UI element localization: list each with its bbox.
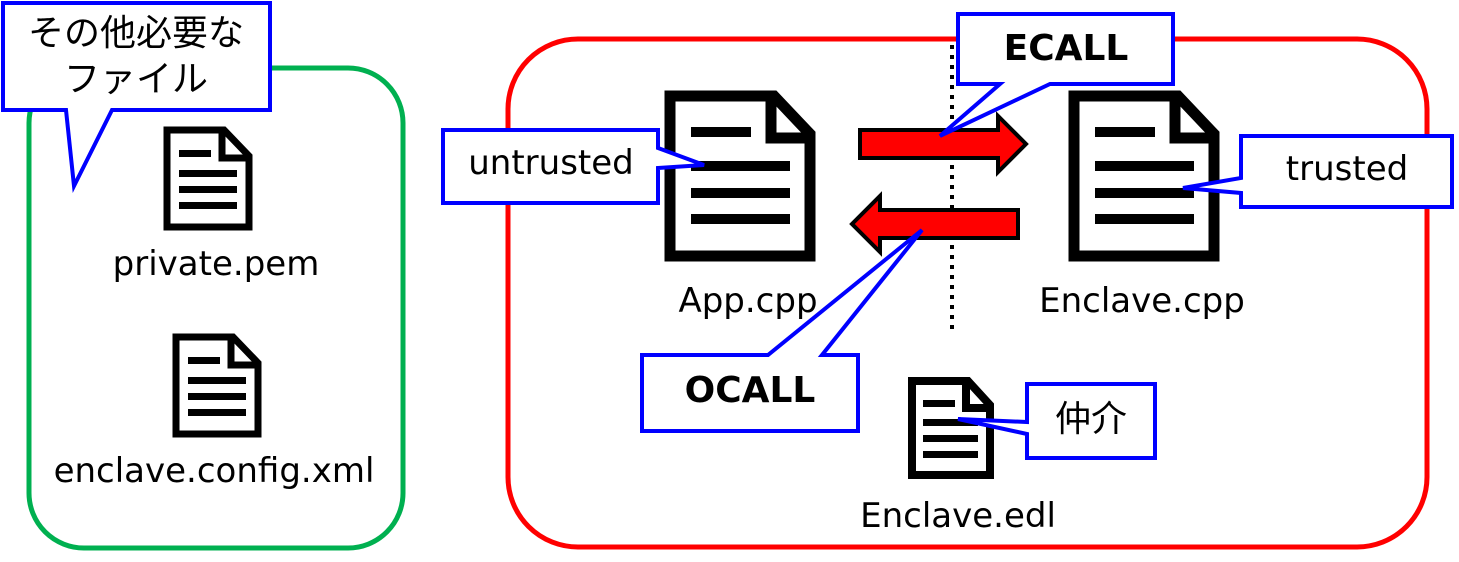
untrusted-callout <box>441 128 705 205</box>
private-pem-label: private.pem <box>113 244 320 284</box>
enclave-config-xml-label: enclave.config.xml <box>54 451 375 491</box>
trusted-callout <box>1182 134 1454 209</box>
ocall-callout <box>640 228 924 433</box>
trusted-label: trusted <box>1286 149 1408 189</box>
app-cpp-label: App.cpp <box>678 281 817 321</box>
private-pem-icon <box>163 126 253 231</box>
ecall-callout <box>938 12 1175 138</box>
mediator-label: 仲介 <box>1055 399 1127 440</box>
enclave-cpp-label: Enclave.cpp <box>1039 281 1245 321</box>
app-cpp-icon <box>664 90 816 262</box>
enclave-cpp-icon <box>1068 90 1220 262</box>
mediator-callout <box>957 382 1157 460</box>
ecall-arrow <box>858 111 1029 177</box>
other-files-callout <box>1 1 272 194</box>
ocall-arrow <box>849 191 1020 257</box>
other-files-callout-line2: ファイル <box>64 59 208 100</box>
ocall-label: OCALL <box>685 370 816 411</box>
untrusted-label: untrusted <box>468 143 634 183</box>
enclave-edl-label: Enclave.edl <box>860 496 1056 536</box>
enclave-edl-icon <box>908 377 994 479</box>
ecall-label: ECALL <box>1004 28 1129 69</box>
enclave-config-xml-icon <box>172 333 262 438</box>
other-files-callout-line1: その他必要な <box>28 13 244 54</box>
